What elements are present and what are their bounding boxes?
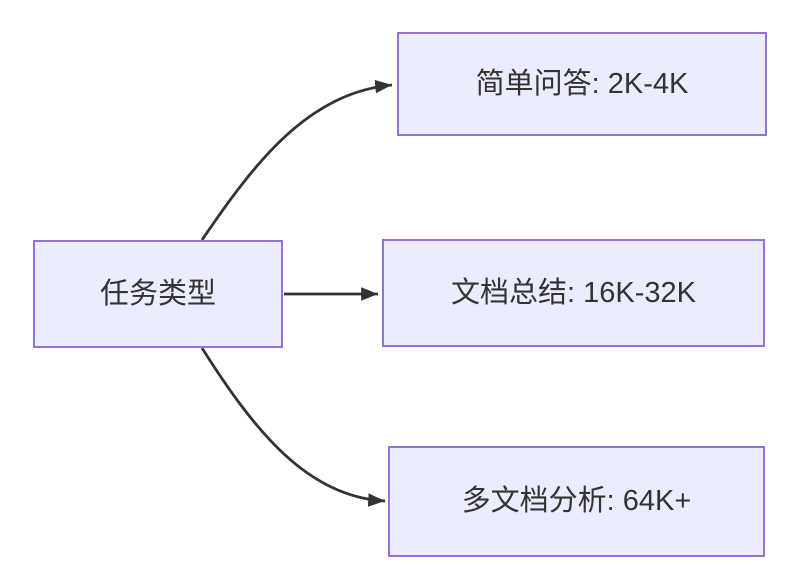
edge-root-to-simple-qa (200, 79, 393, 241)
node-simple-qa: 简单问答: 2K-4K (397, 32, 767, 136)
node-simple-qa-label: 简单问答: 2K-4K (475, 67, 689, 100)
node-task-type: 任务类型 (33, 240, 283, 348)
node-task-type-label: 任务类型 (99, 277, 216, 310)
edge-root-to-multi-doc (200, 347, 386, 507)
node-multi-doc-label: 多文档分析: 64K+ (461, 485, 692, 518)
node-multi-doc: 多文档分析: 64K+ (388, 446, 765, 557)
node-doc-summary: 文档总结: 16K-32K (382, 239, 765, 347)
node-doc-summary-label: 文档总结: 16K-32K (451, 276, 696, 309)
